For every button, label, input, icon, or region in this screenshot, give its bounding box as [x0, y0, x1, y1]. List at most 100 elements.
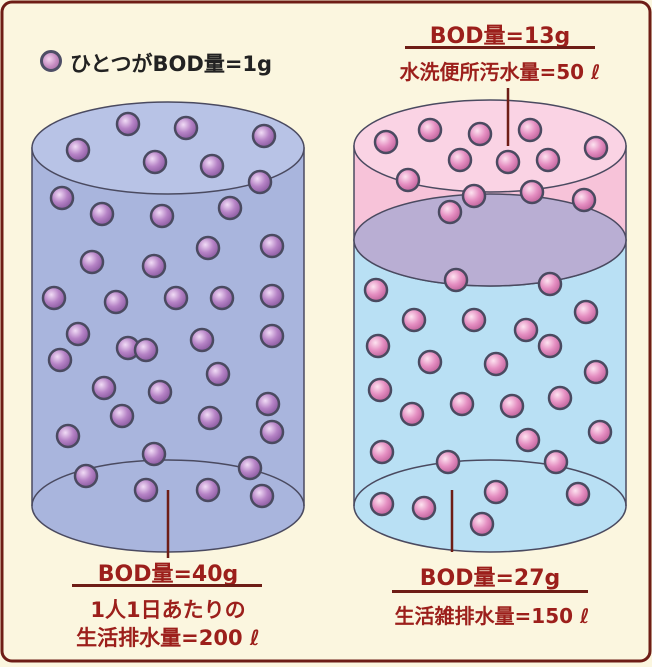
- left-particle: [73, 463, 99, 489]
- right-bottom-particle: [401, 307, 427, 333]
- left-particle: [209, 285, 235, 311]
- left-particle: [237, 455, 263, 481]
- left-particle: [259, 283, 285, 309]
- right-top-particle: [517, 117, 543, 143]
- left-particle: [89, 201, 115, 227]
- left-cylinder-bottom-back: [31, 459, 305, 507]
- left-particle: [47, 347, 73, 373]
- right-bottom-particle: [411, 495, 437, 521]
- right-bottom-particle: [369, 439, 395, 465]
- right-bottom-desc: 生活雑排水量=150 ℓ: [394, 604, 590, 628]
- left-label-rule: [72, 584, 262, 587]
- left-particle: [141, 441, 167, 467]
- right-bottom-particle: [499, 393, 525, 419]
- left-particle: [195, 477, 221, 503]
- right-bottom-particle: [513, 317, 539, 343]
- right-top-particle: [447, 147, 473, 173]
- right-cylinder: [353, 99, 627, 553]
- left-particle: [115, 111, 141, 137]
- left-particles: [41, 111, 285, 509]
- left-cylinder-body: [31, 147, 305, 553]
- right-bottom-particle: [367, 377, 393, 403]
- right-bottom-bod-label: BOD量=27g: [419, 566, 561, 591]
- left-particle: [259, 419, 285, 445]
- right-bottom-particle: [417, 349, 443, 375]
- left-particle: [199, 153, 225, 179]
- right-top-label-rule: [405, 46, 595, 49]
- left-bod-label: BOD量=40g: [97, 562, 239, 587]
- right-bottom-particle: [565, 481, 591, 507]
- left-particle: [217, 195, 243, 221]
- right-bottom-particle: [443, 267, 469, 293]
- left-particle: [147, 379, 173, 405]
- right-top-particle: [519, 179, 545, 205]
- left-particle: [103, 289, 129, 315]
- right-bottom-particle: [483, 479, 509, 505]
- right-bottom-particle: [583, 359, 609, 385]
- right-bottom-particle: [363, 277, 389, 303]
- legend-particle-icon: [40, 50, 62, 72]
- right-top-particle: [437, 199, 463, 225]
- right-bottom-particle: [543, 449, 569, 475]
- right-bottom-particle: [587, 419, 613, 445]
- left-particle: [65, 137, 91, 163]
- right-bottom-particle: [547, 385, 573, 411]
- left-particle: [109, 403, 135, 429]
- left-particle: [251, 123, 277, 149]
- right-bottom-label-rule: [392, 590, 588, 593]
- right-top-particle: [373, 129, 399, 155]
- right-bottom-particle: [483, 351, 509, 377]
- right-top-particles: [373, 117, 609, 225]
- left-particle: [65, 321, 91, 347]
- left-particle: [197, 405, 223, 431]
- right-top-desc: 水洗便所汚水量=50 ℓ: [399, 60, 601, 84]
- left-desc-line2: 生活排水量=200 ℓ: [76, 626, 260, 650]
- left-particle: [205, 361, 231, 387]
- legend-text: ひとつがBOD量=1g: [70, 52, 273, 76]
- right-top-particle: [395, 167, 421, 193]
- right-top-particle: [461, 183, 487, 209]
- right-top-particle: [535, 147, 561, 173]
- right-bottom-particle: [515, 427, 541, 453]
- left-particle: [133, 337, 159, 363]
- left-particle: [189, 327, 215, 353]
- left-particle: [149, 203, 175, 229]
- right-bottom-particle: [369, 491, 395, 517]
- right-lower-body: [353, 239, 627, 553]
- left-particle: [259, 233, 285, 259]
- right-bottom-particle: [435, 449, 461, 475]
- left-cylinder-top: [31, 101, 305, 195]
- left-particle: [249, 483, 275, 509]
- left-cylinder: [31, 101, 305, 553]
- left-particle: [133, 477, 159, 503]
- left-particle: [55, 423, 81, 449]
- right-bottom-particle: [537, 271, 563, 297]
- left-particle: [259, 323, 285, 349]
- left-particle: [142, 149, 168, 175]
- right-top-particle: [417, 117, 443, 143]
- right-top-bod-label: BOD量=13g: [429, 24, 571, 49]
- left-particle: [195, 235, 221, 261]
- left-particle: [141, 253, 167, 279]
- left-particle: [41, 285, 67, 311]
- left-particle: [79, 249, 105, 275]
- left-particle: [247, 169, 273, 195]
- right-bottom-particle: [461, 307, 487, 333]
- left-particle: [173, 115, 199, 141]
- right-divider-surface: [353, 193, 627, 287]
- right-bottom-particle: [399, 401, 425, 427]
- right-bottom-particle: [469, 511, 495, 537]
- right-bottom-particle: [537, 333, 563, 359]
- left-particle: [91, 375, 117, 401]
- left-desc-line1: 1人1日あたりの: [90, 598, 246, 622]
- right-bottom-particle: [449, 391, 475, 417]
- right-top-particle: [571, 187, 597, 213]
- right-bottom-particle: [573, 299, 599, 325]
- right-bottom-particle: [365, 333, 391, 359]
- left-particle: [49, 185, 75, 211]
- right-cylinder-bottom-back: [353, 459, 627, 507]
- left-particle: [255, 391, 281, 417]
- right-top-particle: [495, 149, 521, 175]
